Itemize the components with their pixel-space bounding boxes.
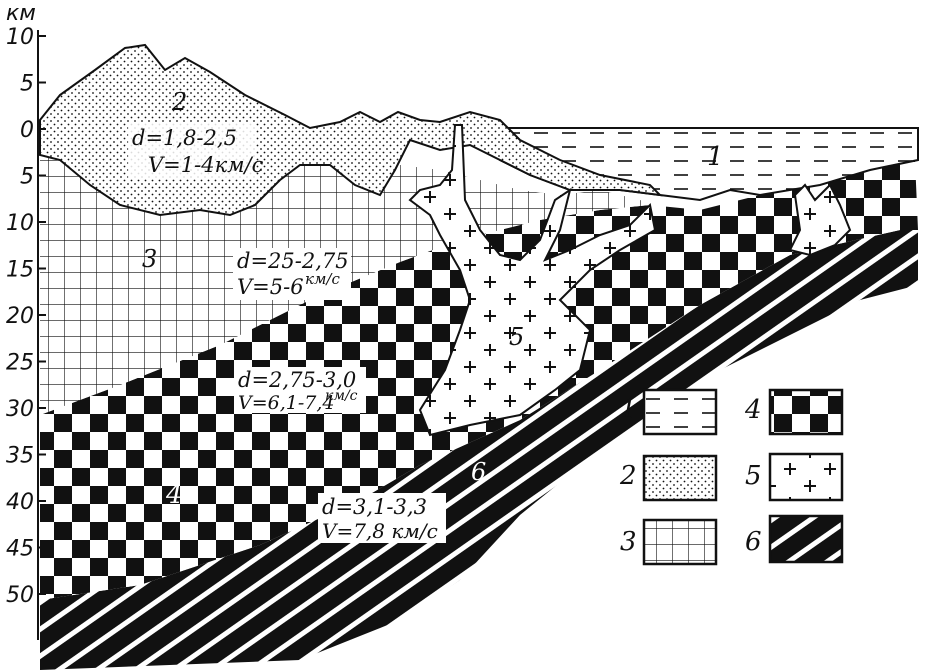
mantle-density: d=3,1-3,3 <box>322 495 427 519</box>
y-tick-label: 50 <box>6 583 34 608</box>
basalt-annotation-bg <box>234 367 366 413</box>
y-tick-label: 10 <box>6 25 34 50</box>
y-tick-label: 20 <box>6 304 34 329</box>
y-tick-label: 25 <box>6 351 34 376</box>
y-tick-label: 40 <box>6 490 34 515</box>
zone-label-1: 1 <box>707 142 724 172</box>
sed-annotation-bg <box>128 123 256 179</box>
legend-swatch-1 <box>642 388 718 436</box>
basalt-velocity-unit: км/с <box>325 388 358 404</box>
y-tick-label: 5 <box>20 72 34 97</box>
y-tick-label: 35 <box>6 444 34 469</box>
y-tick-label: 5 <box>20 165 34 190</box>
basalt-density: d=2,75-3,0 <box>238 368 356 392</box>
mantle-annotation-bg <box>318 493 446 543</box>
granite-velocity-unit: км/с <box>305 270 340 288</box>
zone-label-2: 2 <box>171 88 187 116</box>
basalt-velocity: V=6,1-7,4 <box>238 392 335 414</box>
mantle-velocity: V=7,8 км/с <box>322 519 438 543</box>
legend: 1 2 3 4 5 6 <box>619 388 844 566</box>
y-tick-label: 15 <box>6 258 34 283</box>
legend-num-3: 3 <box>620 527 637 557</box>
legend-swatch-3 <box>642 518 718 566</box>
mantle-region <box>40 230 918 670</box>
y-tick-label: 30 <box>6 397 34 422</box>
sed-velocity: V=1-4км/с <box>148 153 264 177</box>
zone-label-6: 6 <box>471 458 486 486</box>
granite-density: d=25-2,75 <box>237 249 349 273</box>
legend-num-2: 2 <box>619 461 637 491</box>
zone-label-4: 4 <box>165 480 183 510</box>
axis-unit-label: км <box>6 1 36 26</box>
y-tick-label: 0 <box>20 118 34 143</box>
legend-swatch-2 <box>642 454 718 502</box>
legend-swatch-5 <box>768 452 844 502</box>
granite-velocity: V=5-6 <box>237 275 304 299</box>
zone-label-3: 3 <box>142 245 157 273</box>
granite-intrusion <box>408 124 657 437</box>
legend-swatch-6 <box>768 514 844 564</box>
legend-num-4: 4 <box>744 395 762 425</box>
granite-annotation-bg <box>233 248 351 300</box>
legend-swatch-4 <box>768 388 844 436</box>
y-tick-label: 10 <box>6 211 34 236</box>
legend-num-6: 6 <box>745 527 762 557</box>
legend-num-5: 5 <box>745 461 762 491</box>
zone-label-5: 5 <box>509 323 524 351</box>
legend-num-1: 1 <box>620 395 637 425</box>
y-tick-label: 45 <box>6 537 34 562</box>
sed-density: d=1,8-2,5 <box>132 126 237 150</box>
small-intrusion <box>788 183 852 257</box>
